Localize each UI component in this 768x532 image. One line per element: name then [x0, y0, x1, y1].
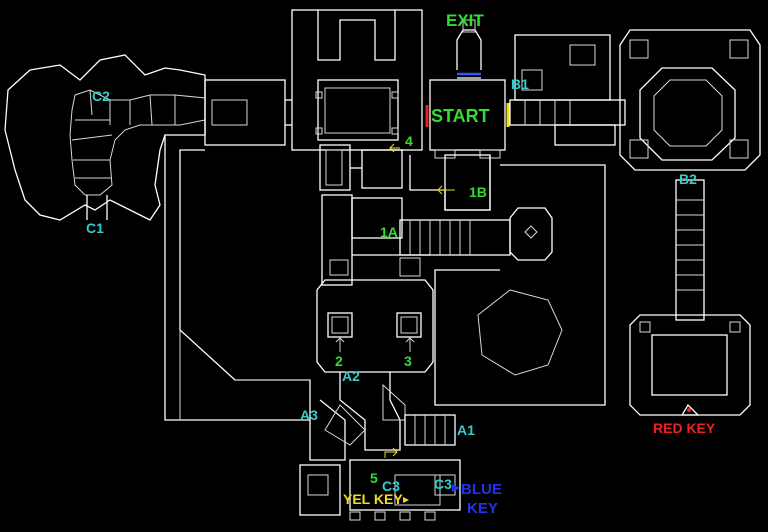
label-a1: A1: [457, 422, 475, 438]
key-marker-icon: [452, 484, 460, 492]
map-labels: EXIT START C2 C1 B1 B2 4 1B 1A 2 3 A2 A3…: [86, 11, 716, 517]
label-1b: 1B: [469, 184, 487, 200]
west-corridor: [204, 79, 292, 146]
arrows: [335, 143, 455, 458]
label-blue-key-line1: BLUE: [461, 481, 502, 498]
key-marker-icon: [687, 408, 691, 412]
label-yel-key: YEL KEY: [343, 491, 403, 507]
label-blue-key-line2: KEY: [467, 500, 498, 517]
arrow-left-icon: [437, 185, 455, 195]
label-4: 4: [405, 133, 413, 149]
cave-area: [4, 54, 206, 221]
label-a3: A3: [300, 407, 318, 423]
exit-area: [456, 19, 482, 79]
label-c3-right: C3: [434, 476, 452, 492]
arrow-up-icon: [335, 337, 345, 352]
label-a2: A2: [342, 368, 360, 384]
northeast-room: [619, 29, 761, 171]
arrow-right-icon: [384, 447, 398, 458]
label-exit: EXIT: [446, 11, 484, 30]
red-key-room: [629, 314, 751, 416]
label-c3-left: C3: [382, 478, 400, 494]
middle-area: [321, 154, 553, 286]
central-hall: [291, 9, 423, 191]
arrow-left-icon: [389, 143, 400, 153]
label-b2: B2: [679, 171, 697, 187]
label-c2: C2: [92, 88, 110, 104]
label-5: 5: [370, 470, 378, 486]
label-c1: C1: [86, 220, 104, 236]
label-red-key: RED KEY: [653, 420, 716, 436]
key-marker-icon: [403, 497, 409, 503]
pillar-room: [316, 279, 434, 373]
label-1a: 1A: [380, 224, 398, 240]
courtyard: [434, 164, 606, 406]
south-area: [299, 372, 461, 521]
arrow-up-icon: [405, 337, 415, 352]
outer-loop: [164, 135, 311, 421]
label-3: 3: [404, 353, 412, 369]
label-start: START: [431, 106, 490, 126]
label-b1: B1: [511, 76, 529, 92]
b2-corridor: [675, 179, 705, 321]
b1-area: [509, 34, 626, 146]
start-room: [425, 79, 510, 159]
label-2: 2: [335, 353, 343, 369]
